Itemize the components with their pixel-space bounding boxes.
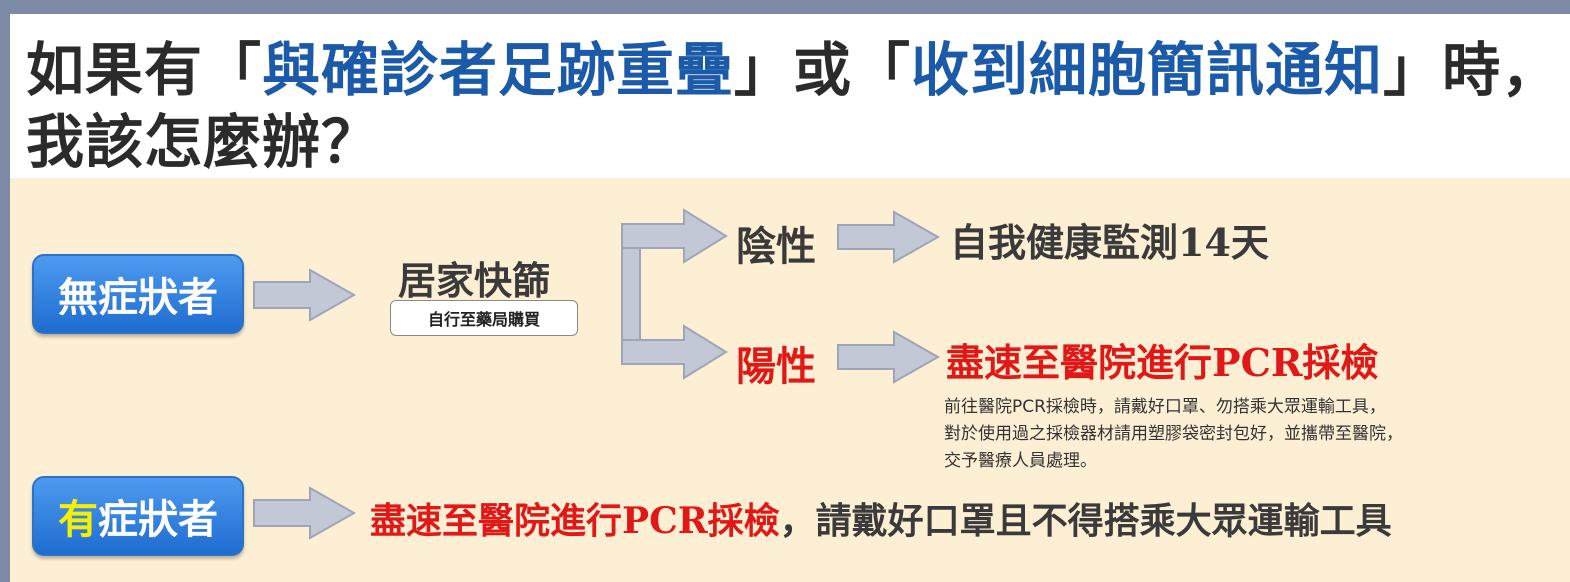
symptomatic-label: 症狀者 [98, 496, 218, 543]
positive-label: 陽性 [736, 343, 816, 390]
arrow-to-symptomatic-action-icon [253, 486, 357, 540]
arrow-to-positive-action-icon [837, 330, 941, 384]
symptomatic-action: 盡速至醫院進行PCR採檢，請戴好口罩且不得搭乘大眾運輸工具 [370, 492, 1392, 544]
title-highlight-footprint: 與確診者足跡重疊 [262, 36, 735, 104]
branch-connector-icon [621, 208, 728, 380]
title-line-2: 我該怎麼辦？ [26, 108, 381, 176]
title-text-2: 」或「 [734, 36, 912, 104]
flow-panel: 無症狀者 居家快篩 自行至藥局購買 陰性 自我健康監測14天 陽性 盡速至醫院進… [10, 178, 1570, 582]
page-title: 如果有「與確診者足跡重疊」或「收到細胞簡訊通知」時， 我該怎麼辦？ [26, 34, 1566, 178]
asymptomatic-label: 無症狀者 [58, 274, 218, 321]
positive-detail-3: 交予醫療人員處理。 [944, 451, 1097, 471]
arrow-to-rapid-test-icon [253, 268, 357, 322]
arrow-to-negative-action-icon [837, 210, 941, 264]
positive-detail-1: 前往醫院PCR採檢時，請戴好口罩、勿搭乘大眾運輸工具， [944, 397, 1386, 417]
asymptomatic-pill: 無症狀者 [32, 254, 244, 334]
title-text-1: 如果有「 [26, 36, 263, 104]
symptomatic-action-red: 盡速至醫院進行PCR採檢 [370, 500, 780, 542]
title-highlight-sms: 收到細胞簡訊通知 [911, 36, 1384, 104]
rapid-test-title: 居家快篩 [398, 258, 551, 303]
symptomatic-label-highlight: 有 [58, 496, 98, 543]
negative-action: 自我健康監測14天 [950, 220, 1269, 265]
slide-frame: 如果有「與確診者足跡重疊」或「收到細胞簡訊通知」時， 我該怎麼辦？ 無症狀者 居… [10, 14, 1570, 582]
symptomatic-pill: 有症狀者 [32, 476, 244, 556]
positive-detail-2: 對於使用過之採檢器材請用塑膠袋密封包好，並攜帶至醫院， [944, 424, 1403, 444]
positive-action: 盡速至醫院進行PCR採檢 [946, 340, 1379, 385]
title-text-3: 」時， [1383, 36, 1561, 104]
symptomatic-action-dark: ，請戴好口罩且不得搭乘大眾運輸工具 [779, 500, 1392, 542]
negative-label: 陰性 [736, 223, 816, 270]
rapid-test-note: 自行至藥局購買 [390, 300, 578, 336]
